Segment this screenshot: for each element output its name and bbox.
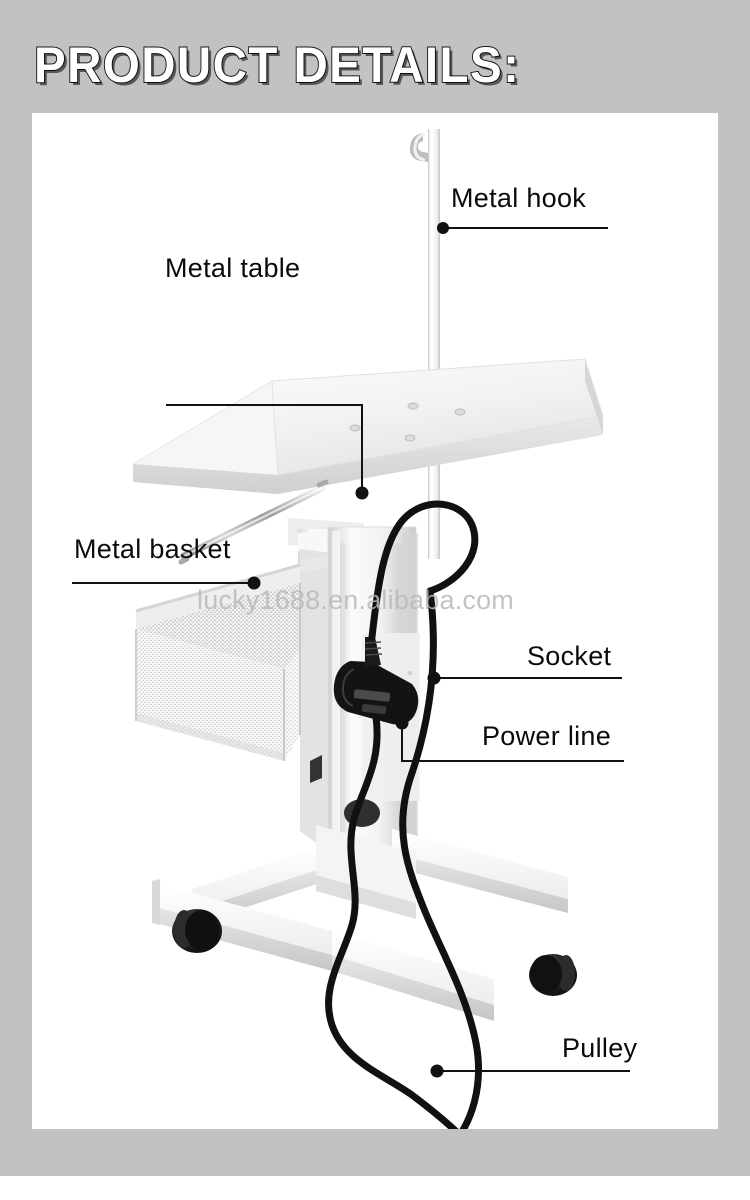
leader-power-line: [395, 716, 624, 762]
table-screw-hole: [407, 402, 419, 410]
leader-socket: [427, 671, 622, 685]
metal-hook-part: [409, 132, 429, 162]
callout-label-socket: Socket: [527, 641, 612, 671]
page-title-container: PRODUCT DETAILS:: [33, 36, 674, 98]
table-screw-hole: [454, 408, 466, 416]
chrome-rail-part: [178, 479, 329, 565]
callout-label-power-line: Power line: [482, 721, 612, 751]
product-photo: [132, 129, 604, 1129]
callout-leader-lines: [72, 222, 630, 1078]
callout-label-metal-hook: Metal hook: [451, 183, 587, 213]
base-frame-part: [152, 825, 568, 1021]
page-title: PRODUCT DETAILS:: [33, 36, 521, 94]
table-screw-hole: [349, 424, 361, 432]
leader-metal-table: [166, 404, 369, 500]
product-image-panel: lucky1688.en.alibaba.com: [32, 113, 718, 1129]
callout-label-metal-table: Metal table: [165, 253, 301, 283]
leader-metal-hook: [437, 222, 608, 234]
casters-group: [172, 799, 577, 996]
adjust-knob: [310, 755, 322, 783]
callout-label-pulley: Pulley: [562, 1033, 638, 1063]
leader-metal-basket: [72, 576, 261, 590]
leader-pulley: [430, 1064, 630, 1078]
caster-back-right: [529, 954, 577, 996]
power-cable-part: [325, 500, 482, 1129]
table-screw-hole: [404, 434, 416, 442]
caster-left: [172, 909, 222, 953]
callout-label-metal-basket: Metal basket: [74, 534, 231, 564]
product-illustration: lucky1688.en.alibaba.com: [32, 113, 718, 1129]
